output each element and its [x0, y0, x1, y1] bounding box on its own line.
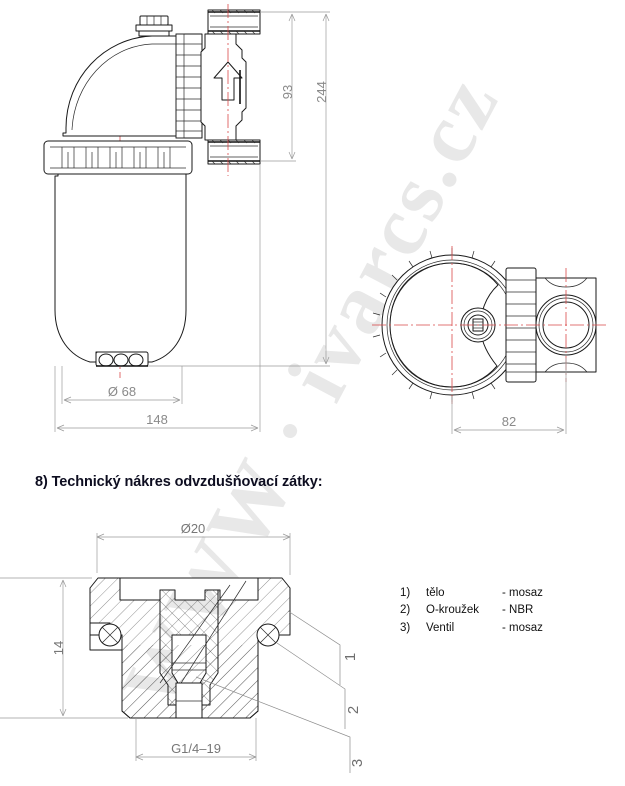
- dim-value-diameter-68: Ø 68: [108, 384, 136, 399]
- flow-arrow-up-icon: [213, 61, 243, 101]
- legend-row: 3) Ventil - mosaz: [400, 621, 543, 638]
- callout-number-2: 2: [345, 706, 362, 714]
- dim-value-244: 244: [314, 81, 329, 103]
- dim-value-thread: G1/4–19: [171, 741, 221, 756]
- callout-number-3: 3: [349, 759, 366, 767]
- side-view-dimensions: 93 244 Ø 68 148: [54, 11, 330, 432]
- legend-part: O-kroužek: [426, 604, 480, 617]
- dim-value-93: 93: [280, 85, 295, 99]
- filter-side-view: [43, 4, 261, 378]
- legend-body: 1) tělo - mosaz 2) O-kroužek - NBR 3) Ve…: [400, 586, 543, 638]
- top-view-cam-profile: [389, 262, 499, 388]
- legend-number: 2): [400, 604, 411, 617]
- legend-row: 2) O-kroužek - NBR: [400, 603, 543, 620]
- bowl-collar: [43, 140, 193, 175]
- legend-material: - NBR: [502, 604, 534, 617]
- legend-table: 1) tělo - mosaz 2) O-kroužek - NBR 3) Ve…: [400, 586, 543, 638]
- dim-value-14: 14: [51, 641, 66, 655]
- filter-head-inner-line: [71, 43, 176, 131]
- leader-line-3: [195, 676, 351, 773]
- o-ring-right: [256, 623, 280, 647]
- filter-head-body: [62, 35, 177, 137]
- plug-thread-hatch: [122, 645, 258, 718]
- plug-callouts: 1 2 3: [195, 610, 366, 773]
- port-block: [200, 33, 247, 141]
- plug-dimensions: Ø20 14 G1/4–19: [0, 521, 291, 761]
- legend-number: 1): [400, 587, 411, 599]
- section-heading: 8) Technický nákres odvzdušňovací zátky:: [35, 474, 323, 490]
- legend-row: 1) tělo - mosaz: [400, 586, 543, 603]
- legend-material: - mosaz: [502, 587, 543, 599]
- plug-top-recess: [119, 577, 259, 601]
- filter-top-view: 82: [372, 246, 608, 434]
- filter-assembly-drawing: 93 244 Ø 68 148: [43, 4, 608, 434]
- legend-part: tělo: [426, 587, 445, 599]
- vent-plug-drawing: Ø20 14 G1/4–19 1 2 3: [0, 521, 366, 773]
- callout-number-1: 1: [342, 653, 359, 661]
- head-knurled-collar: [175, 33, 203, 139]
- dim-value-diameter-20: Ø20: [181, 521, 206, 536]
- dim-value-82: 82: [502, 414, 516, 429]
- bleed-screw: [135, 15, 173, 37]
- legend-material: - mosaz: [502, 621, 543, 634]
- leader-line-2: [276, 642, 346, 729]
- filter-bowl: [54, 173, 187, 363]
- legend-part: Ventil: [426, 621, 455, 634]
- drain-plug: [95, 351, 149, 367]
- dim-value-148: 148: [146, 412, 168, 427]
- leader-line-1: [287, 610, 341, 685]
- o-ring-left: [98, 623, 122, 647]
- lower-threaded-port: [207, 139, 261, 165]
- parts-legend: 1) tělo - mosaz 2) O-kroužek - NBR 3) Ve…: [400, 586, 543, 638]
- upper-threaded-port: [207, 9, 261, 35]
- legend-number: 3): [400, 621, 411, 634]
- plug-bottom-bore: [175, 682, 203, 719]
- plug-section: [89, 577, 291, 719]
